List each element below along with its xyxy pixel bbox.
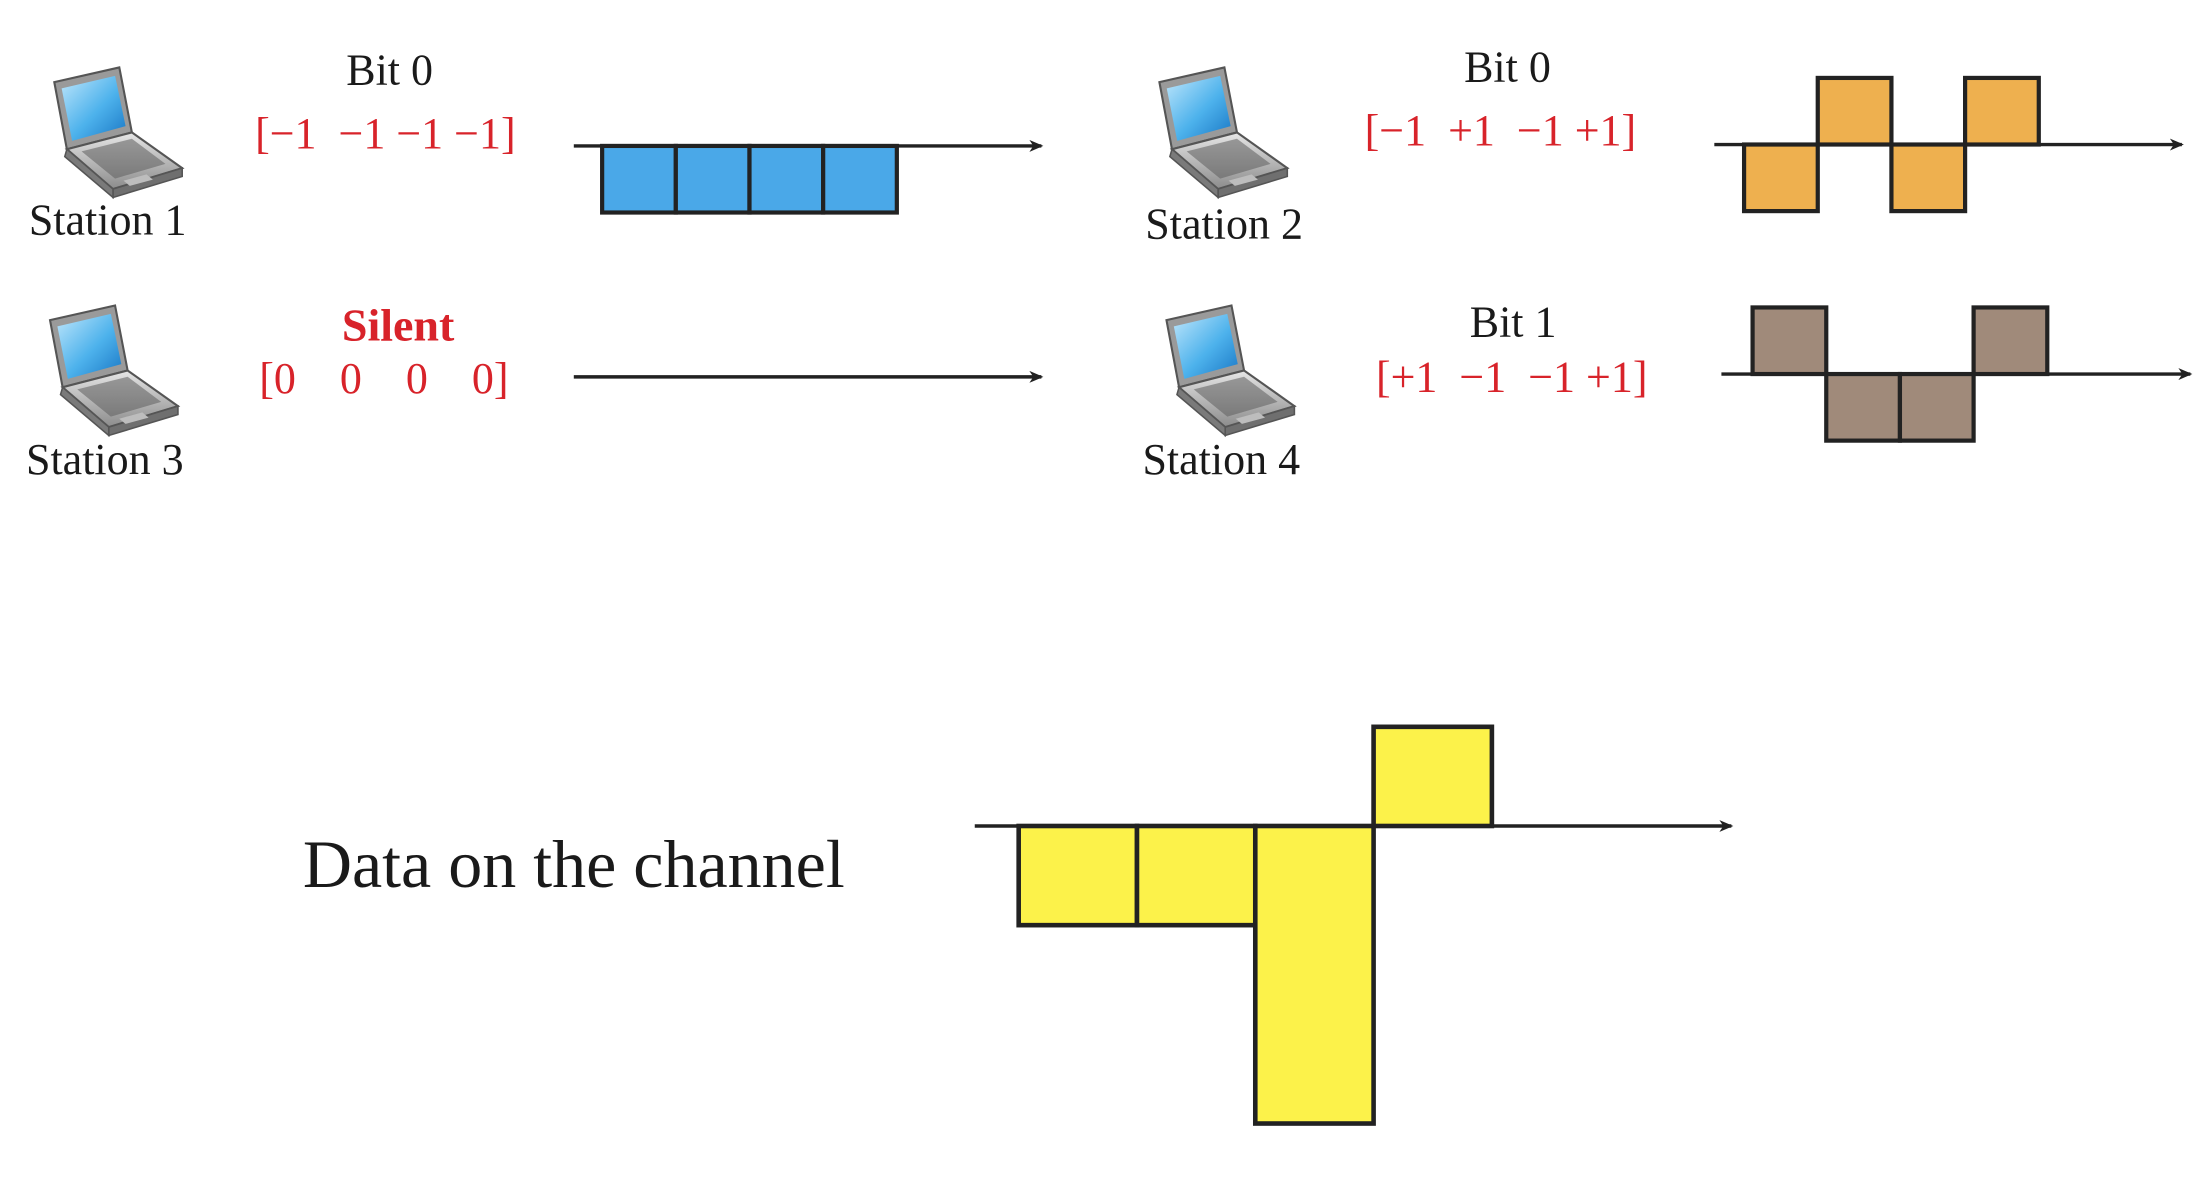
- laptop-icon: [48, 304, 179, 437]
- chip-sequence: [−1 +1 −1 +1]: [1365, 106, 1637, 155]
- station-3: Station 3 Silent[0 0 0 0]: [26, 300, 1044, 484]
- silent-label: Silent: [342, 300, 455, 351]
- chip-bar: [673, 143, 752, 215]
- station-1: Station 1 Bit 0 [−1 −1 −1 −1]: [29, 45, 1044, 244]
- laptop-icon: [1158, 66, 1289, 199]
- station-label: Station 4: [1142, 435, 1300, 484]
- laptop-icon: [53, 66, 184, 199]
- chip-bar: [1889, 142, 1968, 214]
- chip-bar: [1741, 142, 1820, 214]
- chip-bar: [1750, 305, 1829, 377]
- chip-bar: [1897, 371, 1976, 443]
- chip-sequence: [0 0 0 0]: [259, 354, 508, 403]
- laptop-icon: [1165, 304, 1296, 437]
- channel-chip-bar: [1252, 823, 1376, 1126]
- bit-label: Bit 0: [346, 45, 433, 94]
- bit-label: Bit 1: [1470, 297, 1557, 346]
- channel-label: Data on the channel: [303, 826, 845, 902]
- bit-label: Bit 0: [1464, 42, 1551, 91]
- channel-signal: Data on the channel: [303, 724, 1734, 1126]
- chip-bar: [1815, 75, 1894, 147]
- chip-bar: [821, 143, 899, 215]
- station-2: Station 2 Bit 0 [−1 +1 −1 +1]: [1145, 42, 2184, 249]
- chip-sequence: [+1 −1 −1 +1]: [1376, 353, 1648, 402]
- station-4: Station 4 Bit 1 [+1 −1 −1 +1]: [1142, 297, 2193, 484]
- chip-bar: [600, 143, 678, 215]
- station-label: Station 2: [1145, 200, 1303, 249]
- channel-chip-bar: [1134, 823, 1258, 928]
- channel-chip-bar: [1371, 724, 1495, 829]
- chip-bar: [747, 143, 826, 215]
- chip-bar: [1824, 371, 1903, 443]
- channel-chip-bar: [1016, 823, 1140, 928]
- chip-bar: [1971, 305, 2050, 377]
- station-label: Station 1: [29, 195, 187, 244]
- station-label: Station 3: [26, 435, 184, 484]
- chip-bar: [1963, 75, 2041, 147]
- chip-sequence: [−1 −1 −1 −1]: [255, 109, 516, 158]
